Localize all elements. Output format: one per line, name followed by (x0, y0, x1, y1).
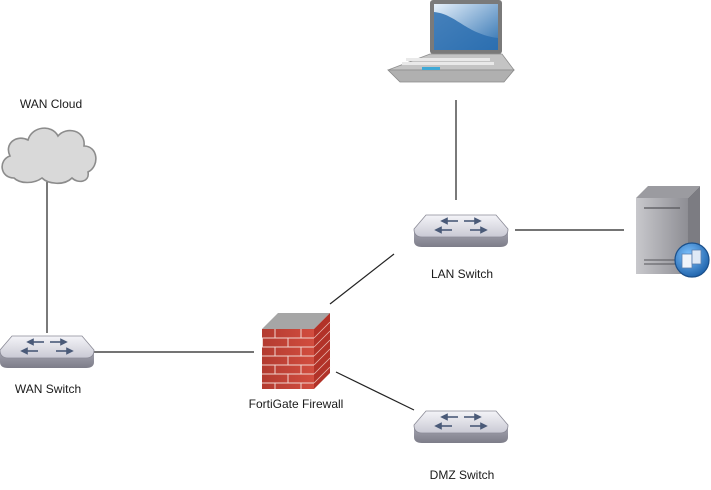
dmz-switch-label: DMZ Switch (429, 468, 495, 482)
firewall-icon (262, 313, 331, 389)
server-icon (636, 186, 710, 278)
laptop-icon (387, 0, 515, 83)
wan-switch-label: WAN Switch (14, 382, 82, 396)
switch-icon (413, 410, 509, 444)
cloud-icon (1, 127, 97, 185)
switch-icon (0, 335, 95, 369)
link-firewall-lan-switch (329, 253, 395, 305)
lan-switch-label: LAN Switch (430, 267, 494, 281)
wan-cloud-label: WAN Cloud (19, 97, 83, 111)
link-firewall-dmz-switch (335, 371, 415, 411)
switch-icon (413, 214, 509, 248)
firewall-label: FortiGate Firewall (248, 397, 344, 411)
